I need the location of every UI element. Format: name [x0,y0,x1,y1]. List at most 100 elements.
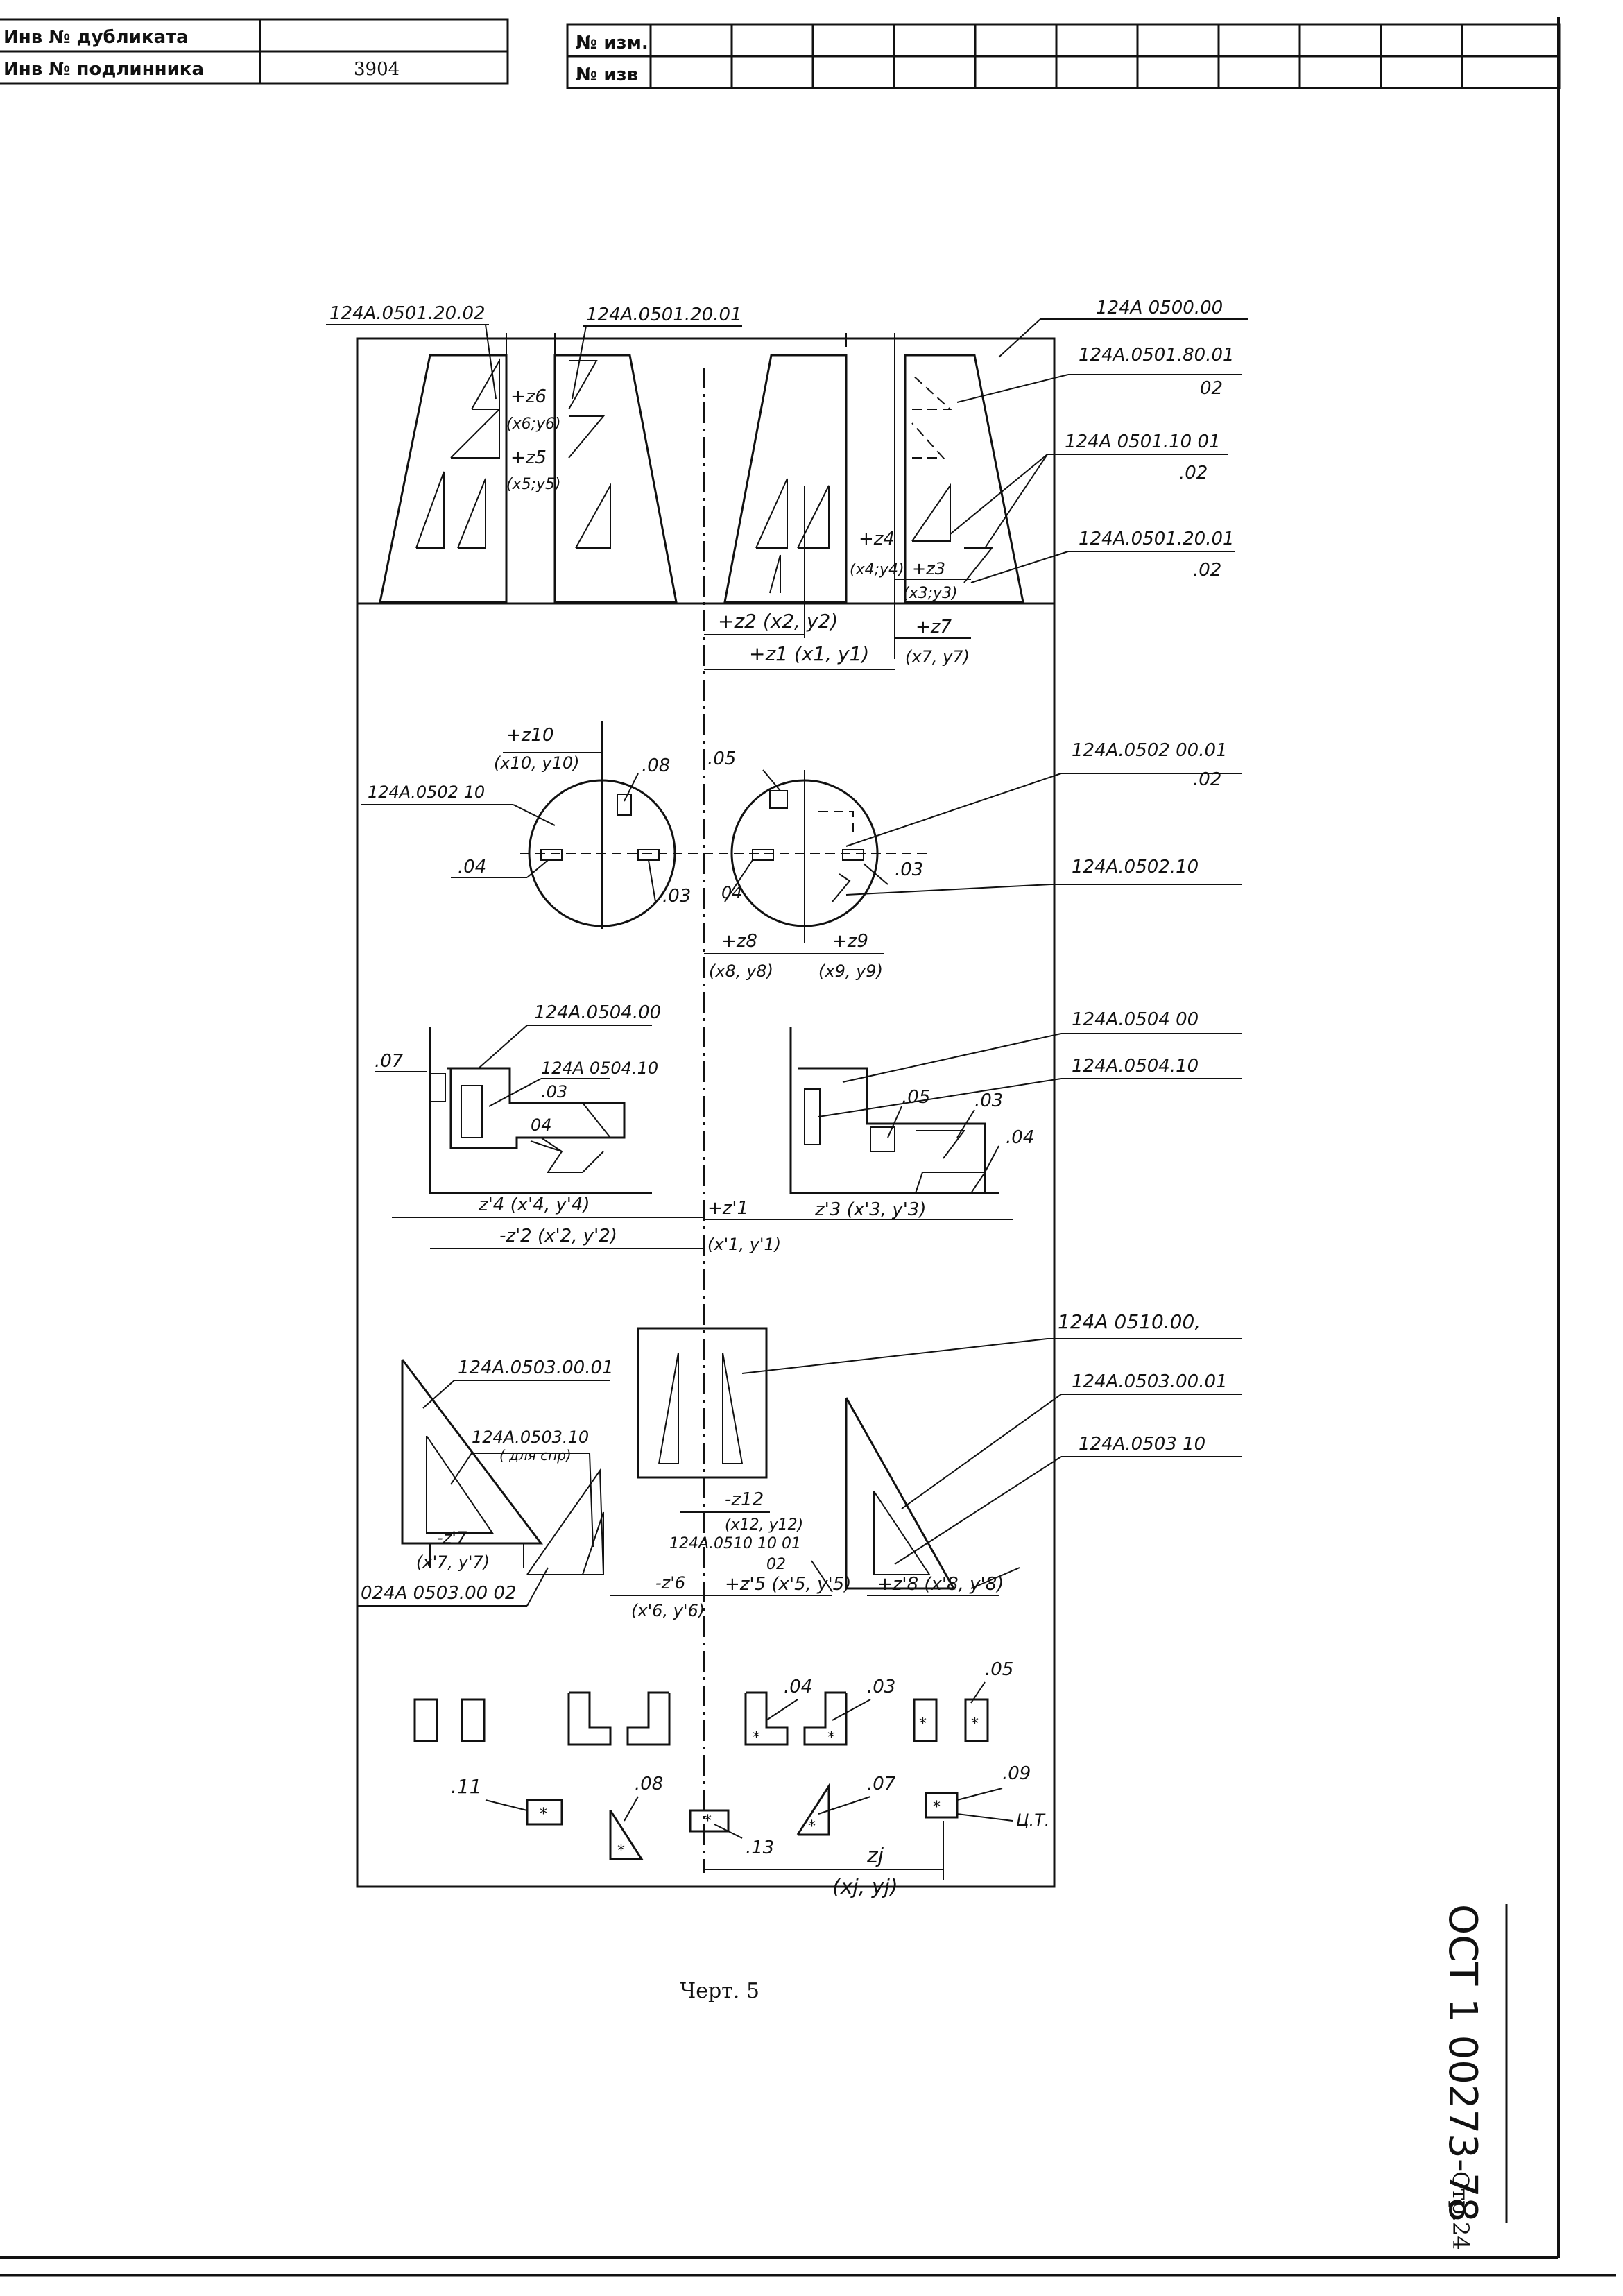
stamp-change-label: № изм. [576,33,649,53]
s1-label-b: 124А.0501.20.01 [586,305,742,325]
s1-label-a: 124А.0501.20.02 [329,303,486,324]
s5-zj: zj [866,1844,884,1868]
drawing-border [356,337,1056,1888]
s1-z2: +z2 (x2, y2) [718,610,838,633]
stamp-left: Инв № дубликата Инв № подлинника 3904 [0,18,509,85]
stamp-right: № изм. № изв [566,23,1561,89]
s3-label-ra: 124А.0504 00 [1072,1009,1199,1030]
section-3-brackets: 124А.0504.00 .07 124А 0504.10 .03 04 124… [375,1002,1242,1254]
s1-label-d2: 02 [1200,378,1223,399]
s4-label-r3: 124А.0503 10 [1079,1434,1205,1455]
s1-label-e1: 124А 0501.10 01 [1065,431,1221,452]
s1-z7: +z7 [916,617,952,637]
s2-label-r1a: 124А.0502 00.01 [1072,740,1228,761]
s5-label-05: .05 [985,1659,1013,1680]
s5-star-2: * [827,1729,835,1747]
s3-z2p: -z'2 (x'2, y'2) [499,1226,617,1246]
s5-label-13: .13 [746,1837,774,1858]
s2-z10-coords: (x10, y10) [494,753,579,773]
s4-label-r2: 124А.0503.00.01 [1072,1371,1228,1392]
s4-z6p-coords: (x'6, y'6) [631,1601,705,1620]
s4-z12: -z12 [725,1489,764,1510]
s2-label-r2: 124А.0502.10 [1072,857,1199,877]
s2-label-r04: 04 [721,883,743,902]
stamp-original-number: 3904 [354,59,400,80]
stamp-duplicate-label: Инв № дубликата [3,27,189,48]
s2-z8-coords: (x8, y8) [709,961,773,981]
section-1-panels: 124А.0501.20.02 124А.0501.20.01 124А 050… [326,298,1248,670]
s5-label-ct: Ц.Т. [1016,1810,1050,1830]
s4-label-a: 124А.0503.00.01 [458,1357,614,1378]
s4-label-b: 124А.0503.10 [472,1428,589,1447]
s4-label-b2: ( для спр) [499,1447,572,1464]
s2-z9: +z9 [832,931,868,952]
s1-z3-coords: (x3;y3) [903,585,958,602]
page-number: Стр.24 [1448,2171,1474,2250]
s4-z6p: -z'6 [655,1573,685,1593]
s1-label-d1: 124А.0501.80.01 [1079,345,1235,366]
s5-star-7: * [704,1813,712,1830]
s2-label-l1: 124А.0502 10 [368,782,485,802]
s3-label-rb: 124А.0504.10 [1072,1056,1199,1077]
section-2-circles: +z10 (x10, y10) 124А.0502 10 .08 .04 .03… [361,721,1242,981]
s1-z7-coords: (x7, y7) [905,647,970,667]
s5-star-9: * [933,1799,941,1816]
s5-star-8: * [808,1818,816,1835]
s5-zj-coords: (xj, yj) [832,1875,898,1899]
s3-z1p-coords: (x'1, y'1) [707,1235,781,1254]
s3-label-r03: .03 [974,1090,1003,1111]
s3-z3p: z'3 (x'3, y'3) [814,1199,927,1220]
s2-label-04: .04 [458,857,486,877]
s5-label-04: .04 [784,1677,812,1697]
section-5-small-parts: * * * * * * * * * .04 .03 .05 .11 .08 .0… [413,1659,1050,1899]
s5-label-09: .09 [1002,1763,1031,1784]
s2-label-08: .08 [642,755,670,776]
s2-label-r1b: .02 [1193,769,1221,790]
stamp-notice-label: № изв [576,65,638,85]
s3-label-a: 124А.0504.00 [534,1002,661,1023]
s4-z7p: -z'7 [437,1528,467,1548]
s5-label-03: .03 [867,1677,895,1697]
s3-z1p: +z'1 [707,1198,748,1219]
s4-z7p-coords: (x'7, y'7) [416,1552,490,1572]
s1-label-f1: 124А.0501.20.01 [1079,529,1235,549]
s3-label-r04: .04 [1006,1127,1034,1148]
s5-label-07: .07 [867,1774,896,1794]
s2-z9-coords: (x9, y9) [818,961,883,981]
s1-z6-coords: (x6;y6) [506,415,561,433]
s1-label-e2: .02 [1179,463,1208,483]
figure-caption: Черт. 5 [680,1979,759,2003]
s5-star-5: * [540,1806,547,1823]
s5-star-4: * [971,1715,979,1733]
s4-z12-coords: (x12, y12) [725,1516,803,1534]
s2-z10: +z10 [506,725,554,746]
s4-label-d2: 02 [766,1556,786,1573]
s1-z6: +z6 [510,386,547,407]
s5-label-11: .11 [451,1775,482,1798]
standard-code: ОСТ 1 00273-78 [1440,1904,1485,2222]
s3-label-b: 124А 0504.10 [541,1059,658,1078]
s5-label-08: .08 [635,1774,663,1794]
s1-z5: +z5 [510,447,547,468]
s2-label-r03: .03 [895,859,923,880]
s4-z5p: +z'5 (x'5, y'5) [725,1574,851,1595]
s2-label-03: .03 [662,886,691,907]
s2-z8: +z8 [721,931,757,952]
s2-label-05: .05 [707,748,736,769]
s1-z3: +z3 [912,559,945,579]
s3-z4p: z'4 (x'4, y'4) [478,1194,590,1215]
s4-label-r1: 124А 0510.00, [1058,1310,1201,1333]
s1-label-c: 124А 0500.00 [1096,298,1223,318]
s3-label-04: 04 [531,1115,552,1135]
s1-z4: +z4 [859,529,895,549]
s3-label-r05: .05 [902,1087,930,1108]
s1-label-f2: .02 [1193,560,1221,581]
s4-label-d1: 124А.0510 10 01 [669,1535,801,1552]
s4-z8p: +z'8 (x'8, y'8) [877,1574,1004,1595]
s5-star-3: * [919,1715,927,1733]
section-4-triangles: 124А.0503.00.01 124А.0503.10 ( для спр) … [357,1310,1242,1620]
s3-label-07: .07 [375,1051,404,1072]
s5-star-6: * [617,1842,625,1860]
s1-z4-coords: (x4;y4) [850,561,904,579]
